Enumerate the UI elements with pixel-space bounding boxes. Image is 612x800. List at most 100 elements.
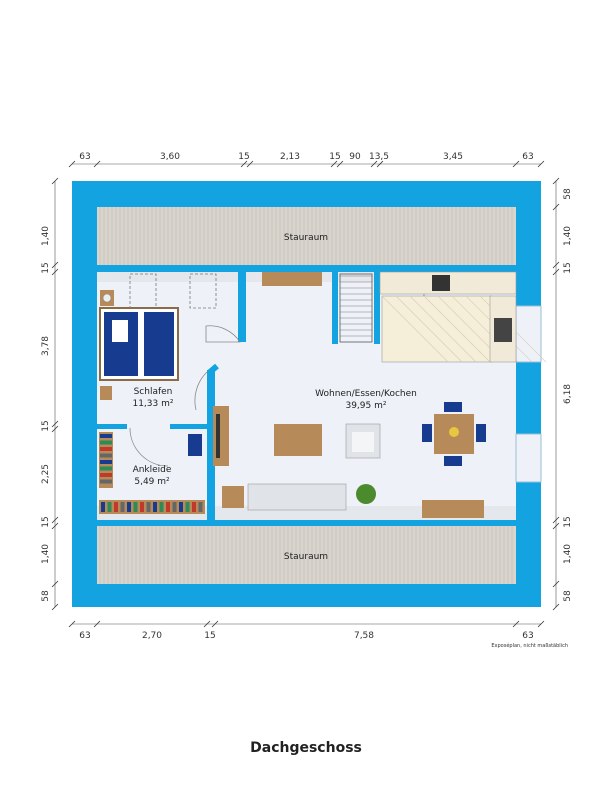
area-living: 39,95 m² — [345, 401, 386, 411]
bedroom-dressing-wall-2 — [170, 424, 210, 429]
dim-top-7: 13,5 — [369, 152, 389, 162]
dim-tick — [51, 420, 59, 428]
dim-tick — [552, 177, 560, 185]
dim-tick — [370, 160, 378, 168]
wardrobe-clothes-left — [100, 434, 112, 484]
dim-tick — [537, 160, 545, 168]
dim-top-5: 15 — [329, 152, 340, 162]
clothes-item — [100, 447, 112, 451]
floor-title: Dachgeschoss — [250, 740, 362, 756]
clothes-item — [120, 502, 125, 512]
label-living: Wohnen/Essen/Kochen — [315, 389, 417, 399]
tile-line — [409, 295, 477, 363]
dim-ticks — [51, 160, 560, 628]
dim-right-1: 1,40 — [563, 226, 573, 246]
clothes-item — [100, 453, 112, 458]
dining-chair-2 — [444, 456, 462, 466]
dining-chair-3 — [422, 424, 432, 442]
bedroom-right-wall — [207, 370, 215, 520]
clothes-item — [140, 502, 144, 512]
clothes-item — [100, 440, 112, 445]
clothes-item — [166, 502, 170, 512]
bed-pillow — [112, 320, 128, 342]
dim-left-4: 15 — [41, 420, 51, 431]
sofa — [247, 483, 347, 511]
tile-line — [381, 295, 449, 363]
clothes-item — [100, 460, 112, 464]
dim-tick — [51, 516, 59, 524]
dim-top-6: 90 — [349, 152, 361, 162]
living-door — [194, 371, 208, 411]
dim-tick — [552, 261, 560, 269]
dim-tick — [51, 261, 59, 269]
dim-tick — [211, 620, 219, 628]
clothes-item — [133, 502, 138, 512]
dim-left-2: 15 — [41, 262, 51, 273]
dim-tick — [203, 620, 211, 628]
dim-tick — [51, 603, 59, 611]
clothes-item — [198, 502, 203, 512]
label-storage-top: Stauraum — [284, 233, 328, 243]
nightstand-bottom — [100, 386, 112, 400]
storage-top-hatch — [99, 207, 513, 265]
dim-tick — [246, 160, 254, 168]
clothes-item — [146, 502, 151, 512]
dim-tick — [552, 603, 560, 611]
bowl-icon — [449, 427, 459, 437]
sink — [494, 318, 512, 342]
dim-left-8: 58 — [41, 590, 51, 602]
dim-top-9: 63 — [522, 152, 533, 162]
area-dressing: 5,49 m² — [134, 477, 170, 487]
dim-tick — [512, 620, 520, 628]
clothes-item — [159, 502, 164, 512]
storage-bottom-hatch — [99, 526, 513, 584]
clothes-item — [127, 502, 131, 512]
clothes-item — [100, 434, 112, 438]
dim-tick — [552, 268, 560, 276]
clothes-item — [100, 466, 112, 471]
dim-right-3: 6,18 — [563, 384, 573, 404]
dim-bottom-5: 63 — [522, 631, 533, 641]
clothes-item — [172, 502, 177, 512]
dim-left-5: 2,25 — [41, 464, 51, 484]
dim-bottom-3: 15 — [204, 631, 215, 641]
dim-right-2: 15 — [563, 262, 573, 273]
clothes-item — [100, 479, 112, 484]
dim-tick — [68, 160, 76, 168]
dim-tick — [552, 522, 560, 530]
dim-tick — [93, 160, 101, 168]
dim-tick — [93, 620, 101, 628]
dim-left-6: 15 — [41, 516, 51, 527]
dim-tick — [376, 160, 384, 168]
dining-chair-4 — [476, 424, 486, 442]
plant-icon — [356, 484, 376, 504]
label-storage-bottom: Stauraum — [284, 552, 328, 562]
clothes-item — [179, 502, 183, 512]
bench — [422, 500, 484, 518]
dim-tick — [51, 177, 59, 185]
storage-bottom-area — [97, 526, 516, 584]
dim-left-1: 1,40 — [41, 226, 51, 246]
skylight-2 — [189, 273, 217, 309]
stair-wall-right — [374, 272, 380, 344]
side-table — [222, 486, 244, 508]
dim-tick — [51, 522, 59, 530]
lamp-icon — [102, 293, 112, 303]
dining-chair-1 — [444, 402, 462, 412]
dim-tick — [68, 620, 76, 628]
dim-left-7: 1,40 — [41, 544, 51, 564]
tv — [216, 414, 220, 458]
dim-bottom-2: 2,70 — [142, 631, 162, 641]
dressing-door — [129, 427, 169, 467]
dim-tick — [512, 160, 520, 168]
clothes-item — [192, 502, 196, 512]
dim-tick — [240, 160, 248, 168]
clothes-item — [107, 502, 112, 512]
tv-unit — [213, 406, 229, 466]
dim-right-5: 1,40 — [563, 544, 573, 564]
tile-line — [423, 295, 491, 363]
dim-tick — [330, 160, 338, 168]
dim-tick — [51, 268, 59, 276]
dim-bottom-1: 63 — [79, 631, 90, 641]
armchair-seat — [352, 432, 374, 452]
